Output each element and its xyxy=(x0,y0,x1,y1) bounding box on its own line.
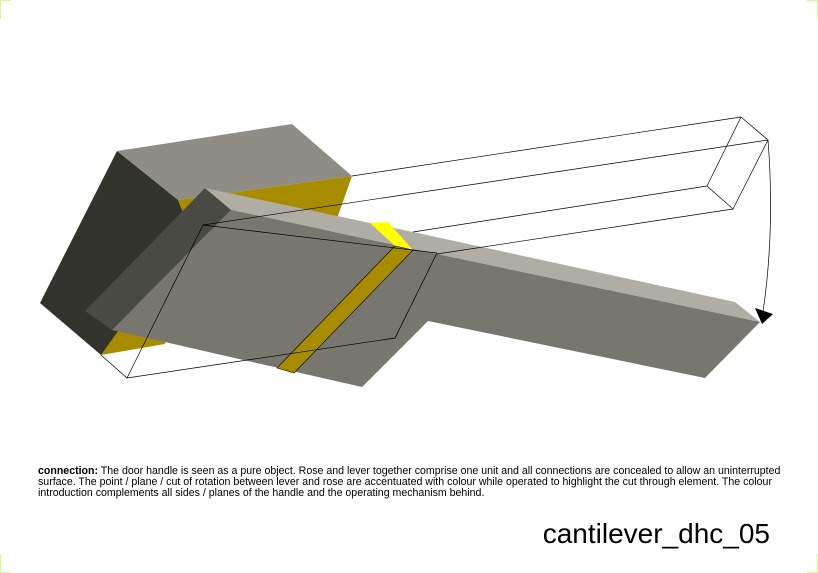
lever-front-face xyxy=(112,210,760,387)
rotation-arrow-icon xyxy=(755,308,773,324)
description: connection: The door handle is seen as a… xyxy=(38,466,788,499)
rotation-wireframe xyxy=(100,116,771,379)
rose-side-face xyxy=(40,151,190,355)
rose-top-face xyxy=(117,124,352,200)
crop-mark-top-left xyxy=(0,0,11,19)
drawing-title: cantilever_dhc_05 xyxy=(542,518,770,549)
description-text: The door handle is seen as a pure object… xyxy=(38,465,781,499)
lever-end-face xyxy=(85,188,231,330)
lever-top-face xyxy=(205,188,760,322)
description-label: connection: xyxy=(38,465,99,477)
cut-yellow-top xyxy=(370,222,413,250)
